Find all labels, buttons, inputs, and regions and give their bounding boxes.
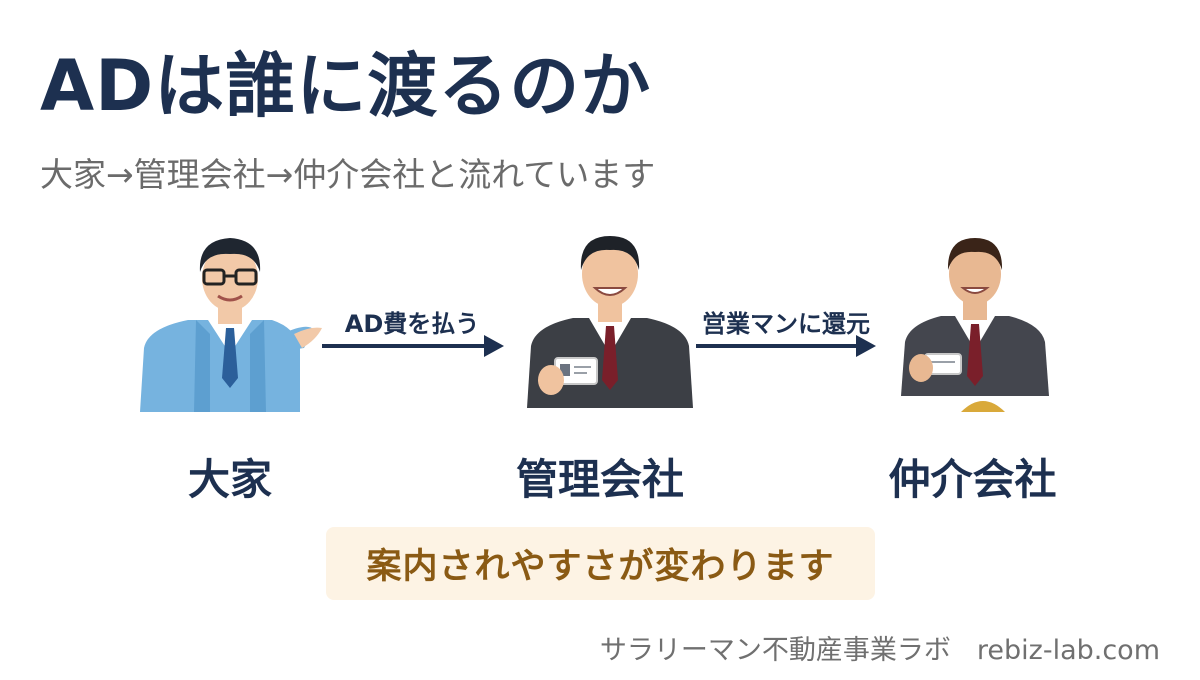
node-label-management: 管理会社 <box>515 455 684 504</box>
edge-label-ad-fee: AD費を払う <box>344 310 480 338</box>
footer-site: rebiz-lab.com <box>976 635 1160 666</box>
edge-label-sales-return: 営業マンに還元 <box>702 310 870 338</box>
node-label-landlord: 大家 <box>187 455 272 504</box>
page-title: ADは誰に渡るのか <box>40 45 652 127</box>
landlord-illustration <box>140 238 322 412</box>
node-label-brokerage: 仲介会社 <box>888 455 1057 504</box>
arrow-landlord-to-management <box>322 335 504 357</box>
footer: サラリーマン不動産事業ラボ rebiz-lab.com <box>600 628 1160 667</box>
management-company-illustration <box>527 236 693 408</box>
arrow-management-to-brokerage <box>696 335 876 357</box>
brokerage-company-illustration <box>901 238 1049 412</box>
page-subtitle: 大家→管理会社→仲介会社と流れています <box>40 155 656 194</box>
note-box: 案内されやすさが変わります <box>326 527 875 600</box>
note-text: 案内されやすさが変わります <box>366 547 835 587</box>
footer-brand: サラリーマン不動産事業ラボ <box>599 635 951 666</box>
